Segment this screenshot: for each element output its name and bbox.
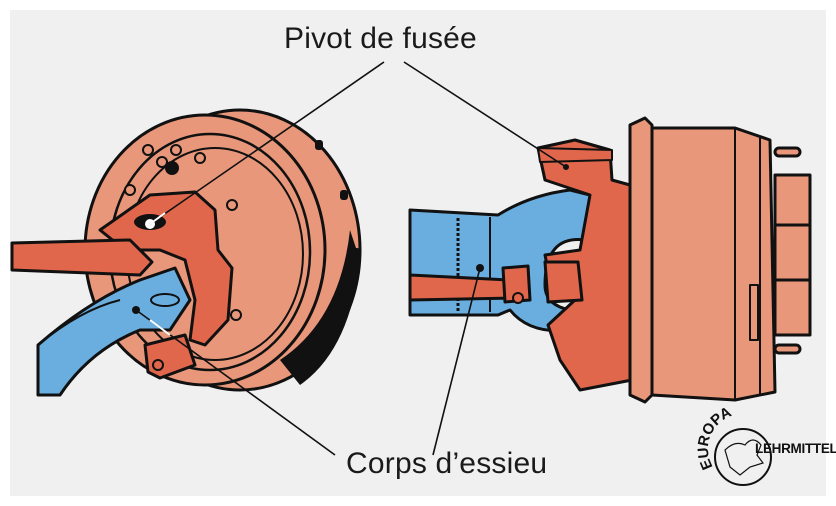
- drum-shadow: [280, 230, 360, 385]
- label-kingpin: Pivot de fusée: [284, 22, 477, 55]
- tie-rod-end: [543, 260, 584, 304]
- knuckle-right: [536, 138, 634, 392]
- tie-rod-right: [408, 273, 517, 302]
- right-view: [408, 116, 812, 404]
- axle-left-marker: [132, 306, 140, 314]
- drum-inspection-slot: [749, 284, 759, 341]
- drum-studs: [315, 140, 360, 302]
- tie-rod-clamp-hole: [512, 292, 524, 304]
- leader-kingpin-left: [149, 61, 385, 225]
- leader-axle-left-white: [149, 319, 171, 336]
- hub-bolts: [773, 146, 812, 355]
- axle-beam-hole: [150, 293, 180, 307]
- knuckle-eye-hole: [152, 359, 164, 371]
- europa-lehrmittel-logo: EUROPA LEHRMITTEL: [695, 404, 836, 490]
- drum-side-body: [650, 126, 777, 402]
- knuckle-right-top: [537, 147, 613, 163]
- leader-axle-right: [432, 267, 481, 456]
- logo-bottom-text: LEHRMITTEL: [755, 441, 836, 456]
- label-axle-body: Corps d’essieu: [346, 447, 548, 480]
- tie-rod-clamp: [501, 264, 532, 304]
- left-view: [10, 108, 362, 397]
- leader-lines-white: [149, 212, 171, 336]
- axle-beam-left-rib: [37, 299, 121, 346]
- globe-icon: EUROPA: [695, 404, 772, 486]
- tie-rod-left: [10, 238, 154, 277]
- face-bolts: [124, 144, 242, 321]
- leader-kingpin-left-white: [149, 212, 166, 225]
- drum-side-flange: [628, 116, 654, 404]
- steering-knuckle: [98, 190, 234, 347]
- leader-kingpin-right: [403, 61, 567, 168]
